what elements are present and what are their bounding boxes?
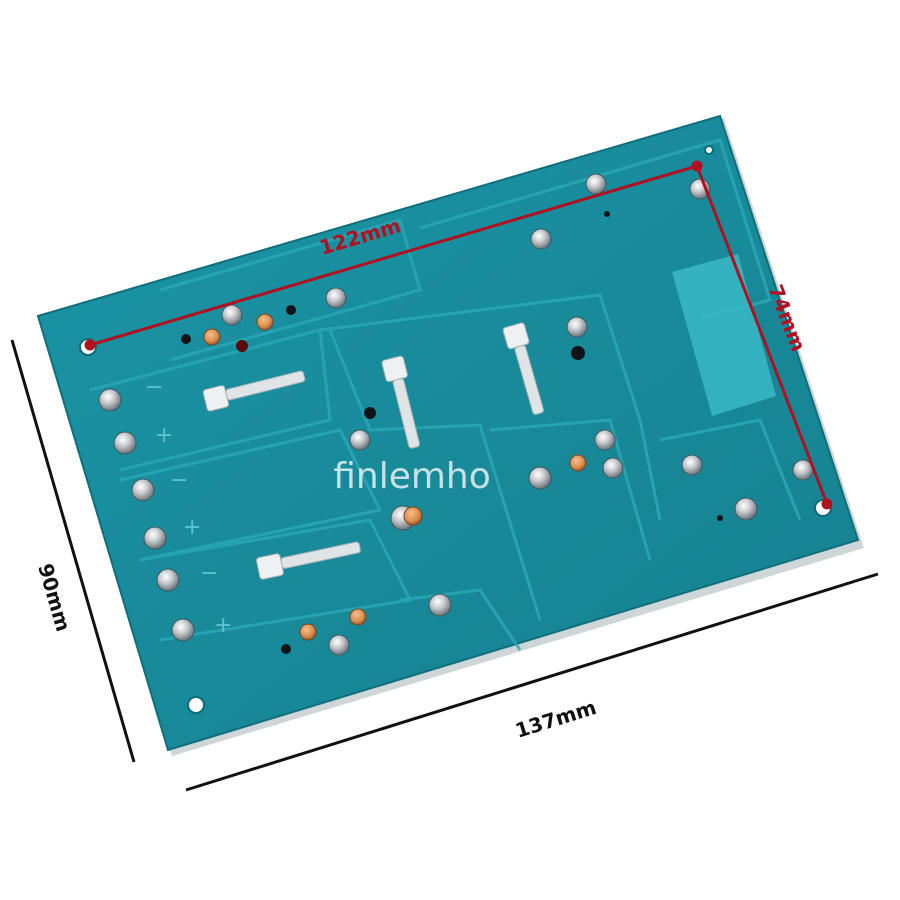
- copper-pads: [203, 313, 587, 641]
- plus-sign-2: +: [183, 515, 201, 540]
- plus-sign-1: +: [155, 423, 173, 448]
- dimension-lines-inner: [84, 160, 833, 510]
- pcb-traces: [89, 138, 802, 651]
- label-area: [672, 254, 776, 416]
- watermark: finlemho: [333, 456, 491, 497]
- minus-sign-3: −: [200, 561, 218, 586]
- plus-sign-3: +: [214, 613, 232, 638]
- dimension-lines-outer: [10, 339, 879, 792]
- cable-ties: [202, 322, 544, 580]
- dimension-label-137mm: 137mm: [512, 695, 599, 743]
- dimension-label-90mm: 90mm: [33, 561, 75, 634]
- minus-sign-1: −: [145, 375, 163, 400]
- vias: [181, 211, 723, 654]
- minus-sign-2: −: [170, 468, 188, 493]
- silkscreen-signs: − + − + − +: [145, 375, 232, 638]
- pcb-board: [36, 114, 860, 752]
